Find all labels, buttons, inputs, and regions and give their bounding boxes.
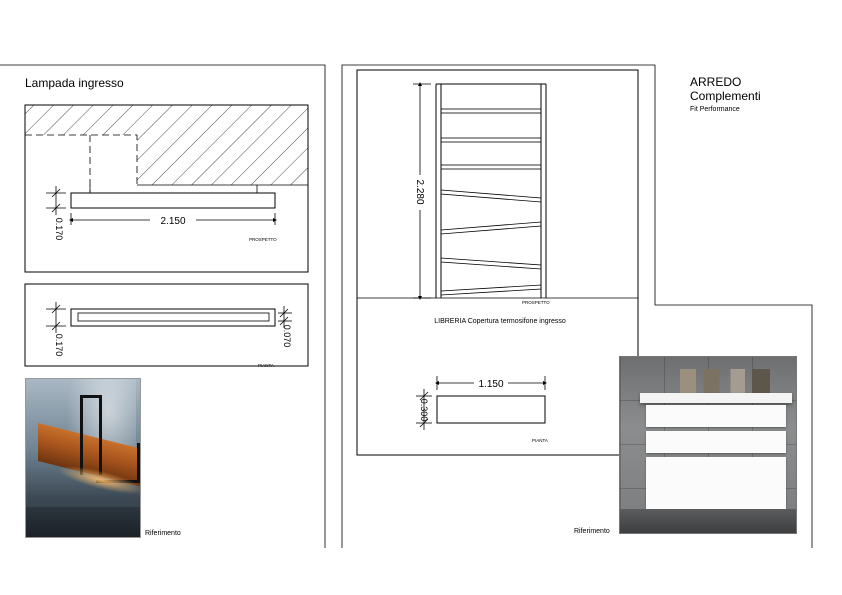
lamp-height-dimension: 0.170 [54, 218, 64, 241]
radiator-photo-caption: Riferimento [574, 528, 610, 535]
photo-radiator-panel-3 [646, 457, 786, 509]
lamp-reference-photo [25, 378, 141, 538]
photo-metal-frame [80, 395, 102, 475]
bookcase-prospetto-label: PROSPETTO [522, 300, 550, 305]
bookcase-plan: 1.150 0.300 PIANTA [416, 376, 548, 443]
photo-floor [26, 507, 140, 537]
photo-floor [620, 509, 796, 533]
lamp-prospetto-view: 2.150 0.170 PROSPETTO [24, 104, 309, 273]
bookcase-height-dimension: 2.280 [414, 179, 425, 204]
photo-radiator-panel-2 [646, 431, 786, 453]
bookcase-depth-dimension: 0.300 [419, 399, 429, 422]
left-sheet-frame [0, 64, 326, 548]
lamp-beam-plan-inner [77, 312, 270, 322]
sheet-brand: Fit Performance [690, 106, 740, 113]
right-sheet-frame [341, 64, 813, 548]
bookcase-pianta-label: PIANTA [532, 438, 548, 443]
bookcase-elevation: 2.280 PROSPETTO [413, 82, 550, 305]
lamp-pianta-label: PIANTA [258, 363, 274, 368]
lamp-length-dimension: 2.150 [160, 216, 185, 227]
lamp-beam-elevation [70, 192, 276, 209]
sheet-title-complementi: Complementi [690, 89, 761, 103]
lamp-pianta-view: 0.170 0.070 PIANTA [24, 283, 309, 368]
left-panel-title: Lampada ingresso [25, 76, 124, 90]
lamp-prospetto-label: PROSPETTO [249, 237, 277, 242]
photo-shelf-objects [680, 369, 770, 395]
photo-radiator-panel-1 [646, 405, 786, 427]
bookcase-length-dimension: 1.150 [478, 379, 503, 390]
lamp-plan-height-left: 0.170 [54, 334, 64, 357]
bookcase-caption: LIBRERIA Copertura termosifone ingresso [434, 318, 566, 325]
ceiling-hatch [25, 105, 308, 185]
lamp-plan-height-right: 0.070 [282, 325, 292, 348]
radiator-reference-photo [619, 356, 797, 534]
bookcase-drawing-area: 2.280 PROSPETTO LIBRERIA Copertura termo… [356, 69, 639, 456]
photo-top-shelf [640, 393, 792, 403]
sheet-title-arredo: ARREDO [690, 75, 741, 89]
lamp-beam-plan-outer [70, 308, 276, 327]
lamp-photo-caption: Riferimento [145, 530, 181, 537]
